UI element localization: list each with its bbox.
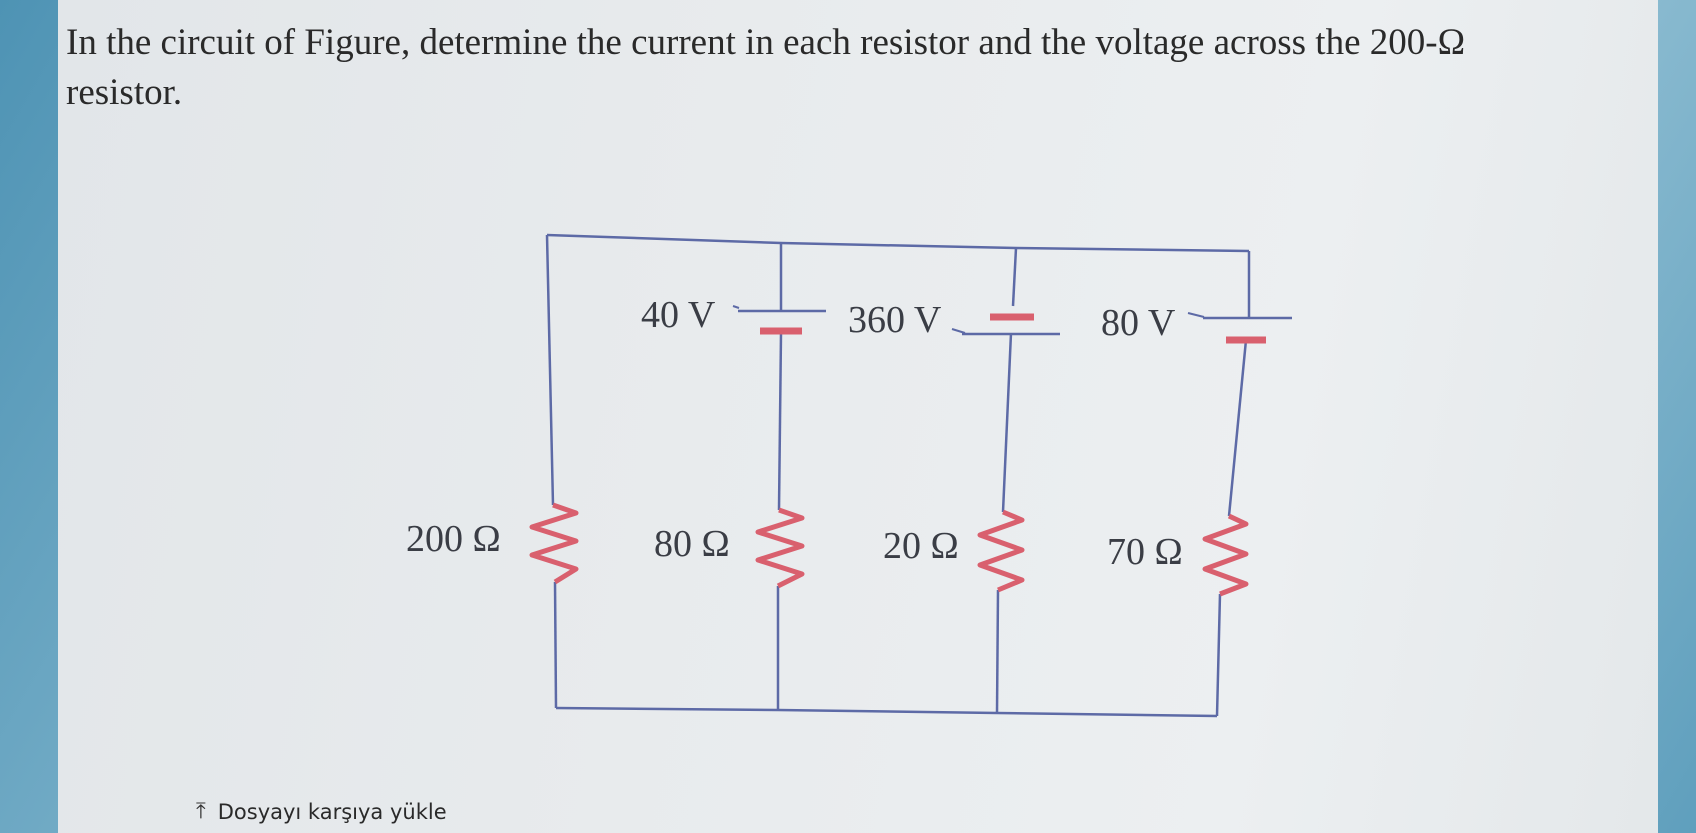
battery-leaders (732, 305, 1205, 334)
question-card (58, 0, 1658, 833)
branch-200-wire-top (545, 234, 555, 506)
resistor-20 (977, 509, 1025, 593)
resistor-200 (529, 502, 579, 585)
branch-20-wire-bottom (995, 589, 1000, 714)
battery-360v-label: 360 V (848, 299, 942, 341)
upload-file-button[interactable]: ⤒ Dosyayı karşıya yükle (196, 800, 447, 824)
resistor-80 (755, 507, 805, 589)
branch-70-wire-top (1227, 339, 1248, 517)
resistor-200-label: 200 Ω (406, 518, 501, 560)
branch-360v-wire-top (1011, 247, 1018, 307)
question-text: In the circuit of Figure, determine the … (66, 22, 1466, 113)
battery-40v (738, 309, 826, 335)
resistor-70 (1202, 513, 1249, 597)
resistor-20-label: 20 Ω (883, 525, 959, 567)
resistor-70-label: 70 Ω (1107, 531, 1183, 573)
upload-icon: ⤒ (196, 799, 206, 824)
battery-40v-label: 40 V (641, 294, 716, 336)
battery-80v (1203, 316, 1292, 344)
resistor-80-label: 80 Ω (654, 523, 730, 565)
bottom-wire (555, 706, 1218, 718)
branch-70-wire-bottom (1215, 593, 1222, 717)
battery-80v-label: 80 V (1101, 302, 1176, 344)
branch-80-wire-top (777, 332, 783, 511)
branch-20-wire-top (1001, 332, 1013, 513)
branch-200-wire-bottom (553, 581, 558, 709)
upload-file-label: Dosyayı karşıya yükle (217, 800, 447, 824)
circuit-wires (545, 233, 1251, 718)
battery-360v (962, 313, 1060, 336)
top-wire (546, 233, 1250, 253)
